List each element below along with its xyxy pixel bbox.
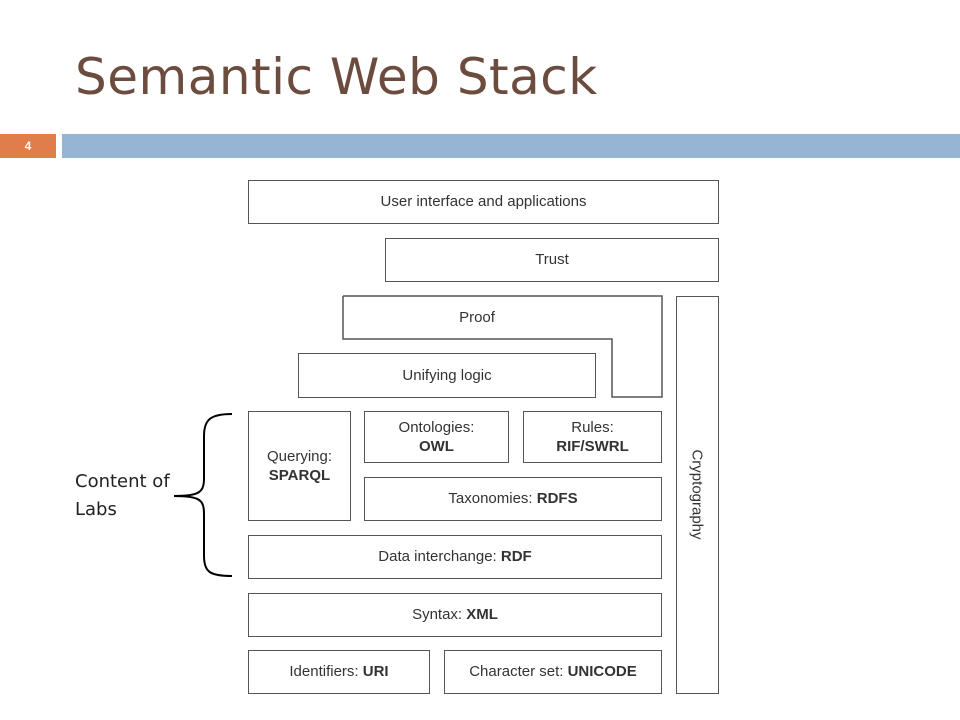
charset-label: Character set: <box>469 663 568 681</box>
syntax-label: Syntax: <box>412 606 467 624</box>
data-interchange-value: RDF <box>500 548 532 566</box>
proof-layer-outline <box>342 295 663 398</box>
querying-layer: Querying: SPARQL <box>248 411 351 521</box>
charset-layer: Character set: UNICODE <box>444 650 662 694</box>
ontologies-label: Ontologies: <box>398 418 475 436</box>
cryptography-layer <box>676 296 719 694</box>
trust-label: Trust <box>535 251 569 269</box>
cryptography-label: Cryptography <box>689 449 707 540</box>
taxonomies-label: Taxonomies: <box>448 490 537 508</box>
content-of-labs-annotation: Content of Labs <box>75 468 170 524</box>
user-interface-label: User interface and applications <box>380 193 587 211</box>
taxonomies-layer: Taxonomies: RDFS <box>364 477 662 521</box>
ontologies-value: OWL <box>418 438 454 455</box>
user-interface-layer: User interface and applications <box>248 180 719 224</box>
charset-value: UNICODE <box>567 663 637 681</box>
data-interchange-layer: Data interchange: RDF <box>248 535 662 579</box>
ontologies-layer: Ontologies: OWL <box>364 411 509 463</box>
querying-label: Querying: <box>266 447 333 465</box>
syntax-value: XML <box>466 606 498 624</box>
proof-layer: Proof <box>342 296 612 339</box>
data-interchange-label: Data interchange: <box>378 548 501 566</box>
taxonomies-value: RDFS <box>536 490 578 508</box>
curly-brace-icon <box>173 413 233 577</box>
annotation-line-2: Labs <box>75 499 117 520</box>
rules-value: RIF/SWRL <box>556 438 629 455</box>
rules-label: Rules: <box>571 418 614 436</box>
unifying-logic-label: Unifying logic <box>402 366 492 384</box>
syntax-layer: Syntax: XML <box>248 593 662 637</box>
slide-title: Semantic Web Stack <box>75 48 598 106</box>
unifying-logic-layer: Unifying logic <box>298 353 596 398</box>
annotation-line-1: Content of <box>75 471 170 492</box>
header-bar <box>62 134 960 158</box>
page-number: 4 <box>0 134 56 158</box>
cryptography-label-wrap: Cryptography <box>676 296 719 693</box>
identifiers-label: Identifiers: <box>289 663 363 681</box>
proof-label: Proof <box>459 309 495 326</box>
trust-layer: Trust <box>385 238 719 282</box>
rules-layer: Rules: RIF/SWRL <box>523 411 662 463</box>
identifiers-layer: Identifiers: URI <box>248 650 430 694</box>
identifiers-value: URI <box>362 663 389 681</box>
querying-value: SPARQL <box>268 467 331 484</box>
